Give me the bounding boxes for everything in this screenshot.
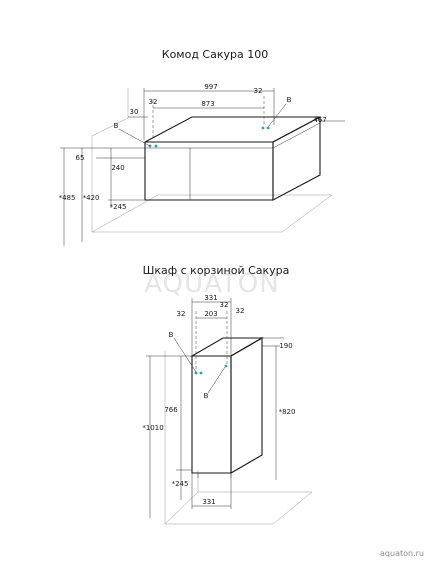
mount-point bbox=[154, 144, 158, 148]
dim-floor-low: *245 bbox=[110, 203, 127, 211]
dim-right-offset: 32 bbox=[254, 87, 263, 95]
dresser-top-dimensions bbox=[128, 88, 345, 140]
cabinet-title: Шкаф с корзиной Сакура bbox=[143, 264, 290, 277]
leader-line bbox=[207, 366, 226, 394]
label-b-left: B bbox=[114, 122, 119, 130]
cabinet-bottom-dimension bbox=[191, 473, 232, 509]
label-b-bottom: B bbox=[204, 392, 209, 400]
cabinet-top-dimensions bbox=[191, 298, 284, 372]
leader-line bbox=[118, 128, 151, 147]
dim-right-offset-1: 32 bbox=[220, 301, 229, 309]
mount-point bbox=[194, 371, 198, 375]
leader-line bbox=[173, 337, 197, 373]
label-b-top: B bbox=[169, 331, 174, 339]
dim-width: 997 bbox=[204, 83, 217, 91]
dim-floor-high: *485 bbox=[59, 194, 76, 202]
dim-height: 240 bbox=[111, 164, 124, 172]
dim-left-offset: 32 bbox=[177, 310, 186, 318]
cabinet-right-dimensions bbox=[262, 345, 280, 480]
dim-side: 30 bbox=[130, 108, 139, 116]
dim-top: 65 bbox=[76, 154, 85, 162]
dim-inner-height: 766 bbox=[164, 406, 178, 414]
dim-depth: 467 bbox=[313, 116, 326, 124]
cabinet-guides bbox=[164, 351, 313, 525]
dim-left-offset: 32 bbox=[149, 98, 158, 106]
dresser-title: Комод Сакура 100 bbox=[162, 48, 268, 61]
label-b-right: B bbox=[287, 96, 292, 104]
dim-total-height: *1010 bbox=[142, 424, 163, 432]
dresser-body bbox=[144, 116, 321, 201]
mount-point bbox=[199, 371, 203, 375]
dim-floor: *245 bbox=[172, 480, 189, 488]
dim-inner: 203 bbox=[204, 310, 217, 318]
site-link[interactable]: aquaton.ru bbox=[380, 549, 424, 558]
dresser-guides bbox=[91, 88, 333, 233]
cabinet-left-dimensions bbox=[146, 355, 192, 518]
dim-right-height: *820 bbox=[279, 408, 296, 416]
dim-width-top: 331 bbox=[204, 294, 217, 302]
dresser-left-dimensions bbox=[60, 147, 145, 246]
dim-floor-mid: *420 bbox=[83, 194, 100, 202]
leader-line bbox=[267, 103, 287, 128]
mount-point bbox=[261, 126, 265, 130]
watermark: AQUATON bbox=[144, 269, 279, 299]
dim-width-bottom: 331 bbox=[202, 498, 215, 506]
mount-point bbox=[266, 126, 270, 130]
dim-depth: 190 bbox=[279, 342, 292, 350]
dim-right-offset-2: 32 bbox=[236, 307, 245, 315]
dim-inner: 873 bbox=[201, 100, 214, 108]
mount-point bbox=[224, 364, 228, 368]
